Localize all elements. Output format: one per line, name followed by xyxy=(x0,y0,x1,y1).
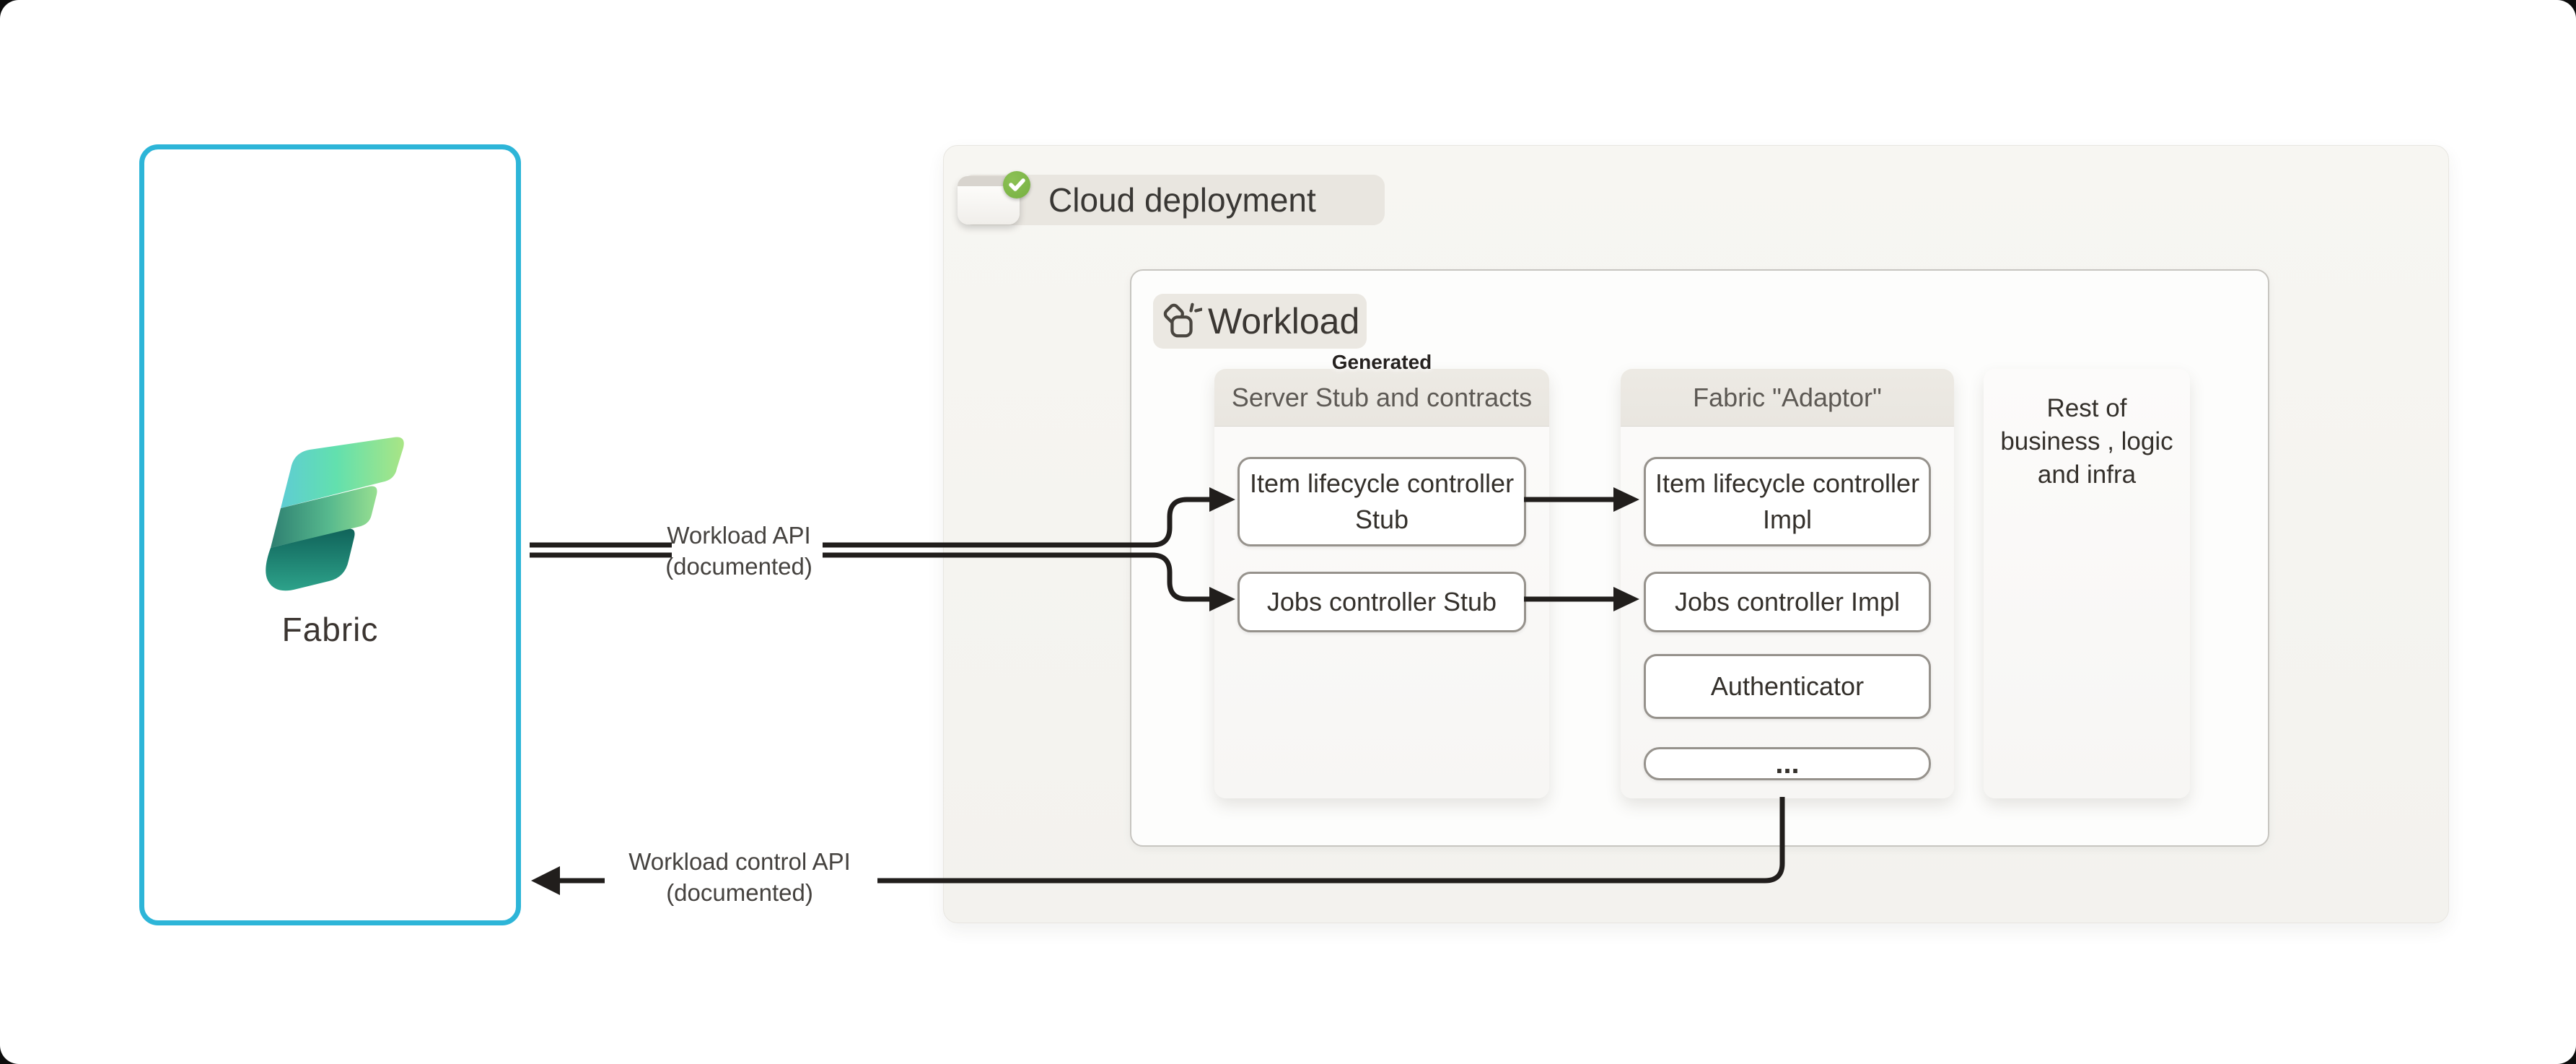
workload-control-api-label-line1: Workload control API xyxy=(628,848,851,875)
rest-of-business-text: Rest of business , logic and infra xyxy=(1984,392,2190,492)
workload-api-label: Workload API (documented) xyxy=(665,520,812,582)
workload-api-label-line1: Workload API xyxy=(667,522,811,549)
node-jobs-controller-impl: Jobs controller Impl xyxy=(1644,572,1931,632)
cloud-deployment-badge: Cloud deployment xyxy=(958,171,1385,225)
column-rest-of-business: Rest of business , logic and infra xyxy=(1984,369,2190,798)
generated-tag: Generated xyxy=(1331,351,1432,373)
node-authenticator: Authenticator xyxy=(1644,654,1931,719)
column-server-stub: Server Stub and contracts Item lifecycle… xyxy=(1214,369,1549,798)
arrowhead-control-api xyxy=(531,866,560,895)
workload-badge: Workload xyxy=(1153,294,1367,349)
workload-api-label-line2: (documented) xyxy=(665,553,812,580)
cloud-deployment-container: Cloud deployment Workload Generated Ser xyxy=(943,145,2449,923)
rest-line-1: Rest of xyxy=(2046,394,2127,422)
node-item-lifecycle-controller-stub: Item lifecycle controller Stub xyxy=(1237,457,1526,546)
workload-control-api-label: Workload control API (documented) xyxy=(628,846,851,908)
shapes-sparkle-icon xyxy=(1163,302,1202,338)
cloud-deployment-title: Cloud deployment xyxy=(1048,181,1316,219)
green-check-icon xyxy=(1003,171,1030,199)
column-fabric-adaptor: Fabric "Adaptor" Item lifecycle controll… xyxy=(1621,369,1954,798)
fabric-logo-icon xyxy=(266,437,404,591)
node-jobs-controller-stub: Jobs controller Stub xyxy=(1237,572,1526,632)
workload-control-api-label-line2: (documented) xyxy=(666,879,813,906)
rest-line-2: business , logic xyxy=(2000,427,2173,455)
fabric-panel: Fabric xyxy=(139,144,521,925)
workload-box: Workload Generated Server Stub and contr… xyxy=(1130,269,2269,847)
workload-title: Workload xyxy=(1208,301,1360,341)
column-server-stub-header: Server Stub and contracts xyxy=(1214,369,1549,427)
column-fabric-adaptor-header: Fabric "Adaptor" xyxy=(1621,369,1954,427)
node-item-lifecycle-controller-impl: Item lifecycle controller Impl xyxy=(1644,457,1931,546)
rest-line-3: and infra xyxy=(2037,461,2137,489)
fabric-panel-label: Fabric xyxy=(281,611,379,648)
node-ellipsis: ... xyxy=(1644,747,1931,780)
